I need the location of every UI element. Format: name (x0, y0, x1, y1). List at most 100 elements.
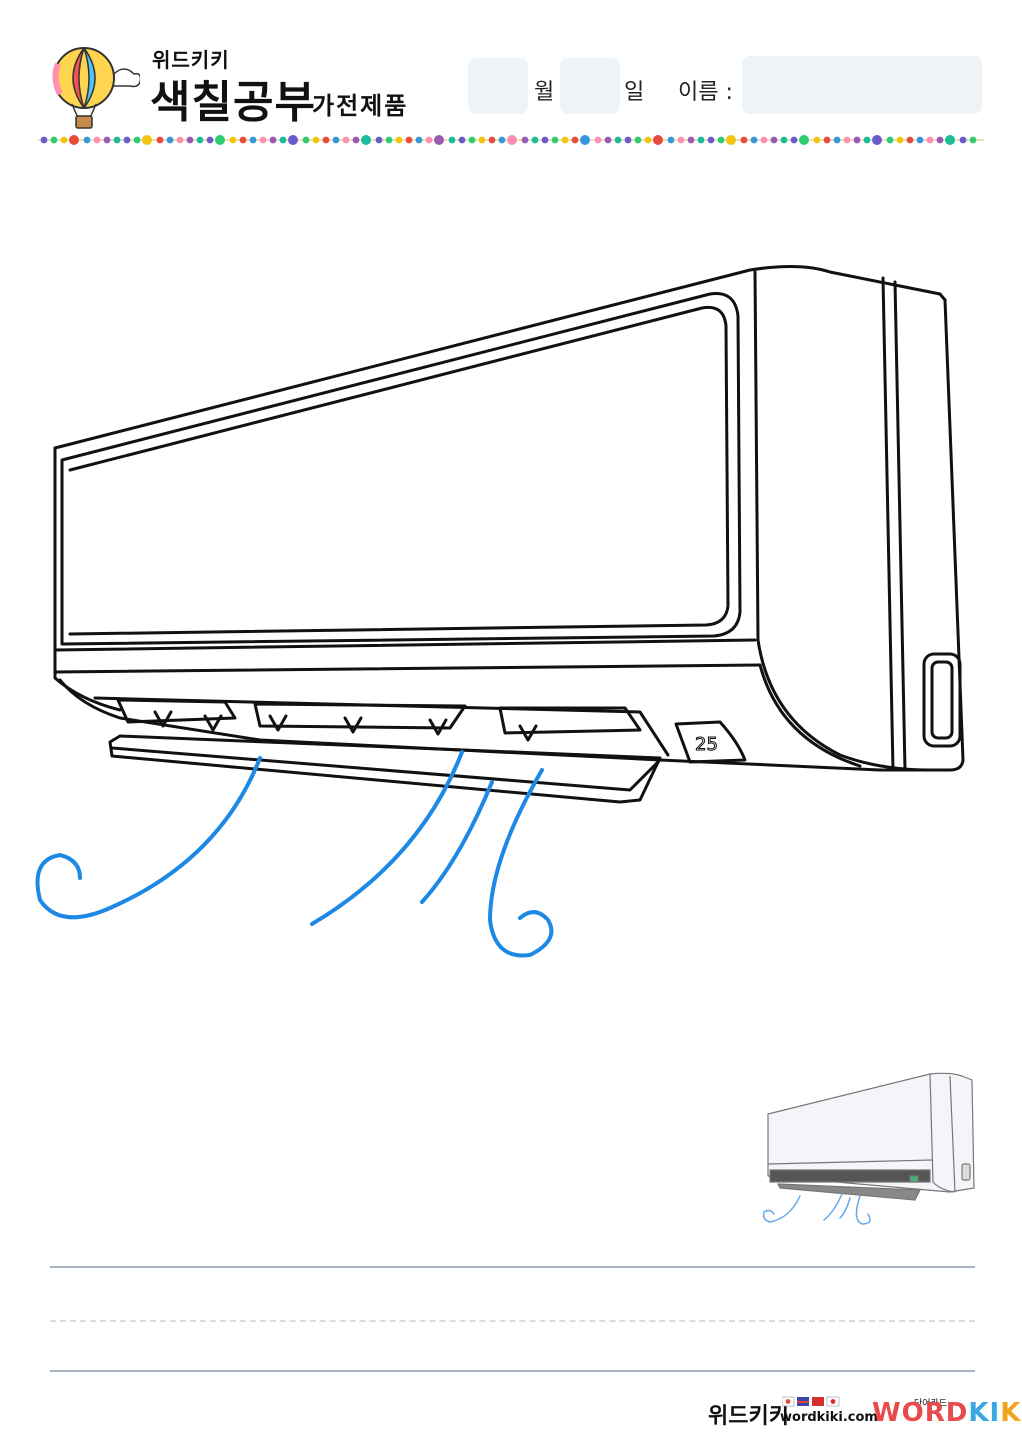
decorative-dot (906, 136, 914, 144)
decorative-dot (206, 136, 214, 144)
decorative-dot (156, 136, 164, 144)
decorative-dot (886, 136, 894, 144)
decorative-dot (697, 136, 705, 144)
decorative-dot (269, 136, 277, 144)
decorative-dot (551, 136, 559, 144)
worksheet-title: 색칠공부 (150, 77, 316, 128)
decorative-dot (853, 136, 861, 144)
footer-url[interactable]: wordkiki.com (780, 1410, 878, 1425)
decorative-dot (186, 136, 194, 144)
decorative-dot (322, 136, 330, 144)
writing-line-top (50, 1266, 975, 1268)
decorative-dot (259, 136, 267, 144)
day-label: 일 (624, 80, 645, 105)
decorative-dot (458, 136, 466, 144)
decorative-dot (176, 136, 184, 144)
decorative-dot (60, 136, 68, 144)
decorative-dot (215, 135, 225, 145)
footer-branding: 위드키키 wordkiki.com 단어카드 WORDKIKI (700, 1392, 1022, 1432)
language-flags-icon (782, 1396, 840, 1407)
decorative-dot (113, 136, 121, 144)
decorative-dot (959, 136, 967, 144)
decorative-dot (133, 136, 141, 144)
name-label: 이름 : (678, 80, 733, 105)
decorative-dot (614, 136, 622, 144)
decorative-dot (677, 136, 685, 144)
decorative-dot (488, 136, 496, 144)
decorative-dot (507, 135, 517, 145)
decorative-dot (823, 136, 831, 144)
decorative-dot (624, 136, 632, 144)
decorative-dot (425, 136, 433, 144)
decorative-dot (83, 136, 91, 144)
decorative-dot (103, 136, 111, 144)
wind-swirls (35, 750, 554, 958)
footer-dictionary-label: 단어카드 (914, 1399, 948, 1409)
decorative-dot (541, 136, 549, 144)
decorative-dot (740, 136, 748, 144)
color-reference-preview (762, 1072, 975, 1225)
wordkiki-logo: WORDKIKI (872, 1398, 1022, 1428)
decorative-dot (580, 135, 590, 145)
decorative-dot (780, 136, 788, 144)
decorative-dot-border (38, 135, 984, 145)
decorative-dot (332, 136, 340, 144)
decorative-dot (667, 136, 675, 144)
decorative-dot (594, 136, 602, 144)
decorative-dot (415, 136, 423, 144)
decorative-dot (342, 136, 350, 144)
decorative-dot (521, 136, 529, 144)
decorative-dot (279, 136, 287, 144)
decorative-dot (760, 136, 768, 144)
decorative-dot (69, 135, 79, 145)
decorative-dot (352, 136, 360, 144)
brand-name-small: 위드키키 (152, 48, 230, 72)
footer-brand-name: 위드키키 (708, 1404, 789, 1429)
decorative-dot (799, 135, 809, 145)
decorative-dot (229, 136, 237, 144)
decorative-dot (478, 136, 486, 144)
decorative-dot (288, 135, 298, 145)
worksheet-category: 가전제품 (312, 92, 409, 120)
logo-ki-1: KI (968, 1398, 1001, 1428)
logo-word: WORD (872, 1398, 969, 1428)
decorative-dot (644, 136, 652, 144)
decorative-dot (653, 135, 663, 145)
decorative-dot (239, 136, 247, 144)
decorative-dot (93, 136, 101, 144)
decorative-dot (498, 136, 506, 144)
decorative-dot (571, 136, 579, 144)
decorative-dot (750, 136, 758, 144)
decorative-dot (196, 136, 204, 144)
day-field[interactable] (560, 58, 620, 114)
decorative-dot (166, 136, 174, 144)
decorative-dot (448, 136, 456, 144)
decorative-dot (40, 136, 48, 144)
decorative-dot (969, 136, 977, 144)
decorative-dot (916, 136, 924, 144)
decorative-dot (896, 136, 904, 144)
decorative-dot (531, 136, 539, 144)
decorative-dot (405, 136, 413, 144)
writing-line-bottom (50, 1370, 975, 1372)
temperature-display: 25 (695, 734, 718, 755)
name-field[interactable] (742, 56, 982, 114)
logo-ki-2: KI (1000, 1398, 1022, 1428)
month-label: 월 (534, 80, 555, 105)
decorative-dot (945, 135, 955, 145)
decorative-dot (249, 136, 257, 144)
decorative-dot (936, 136, 944, 144)
decorative-dot (312, 136, 320, 144)
decorative-dot (468, 136, 476, 144)
decorative-dot (604, 136, 612, 144)
decorative-dot (395, 136, 403, 144)
decorative-dot (707, 136, 715, 144)
decorative-dot (926, 136, 934, 144)
decorative-dot (726, 135, 736, 145)
decorative-dot (561, 136, 569, 144)
decorative-dot (813, 136, 821, 144)
decorative-dot (863, 136, 871, 144)
air-conditioner-drawing: 25 (35, 264, 965, 958)
month-field[interactable] (468, 58, 528, 114)
hot-air-balloon-icon (52, 47, 140, 129)
